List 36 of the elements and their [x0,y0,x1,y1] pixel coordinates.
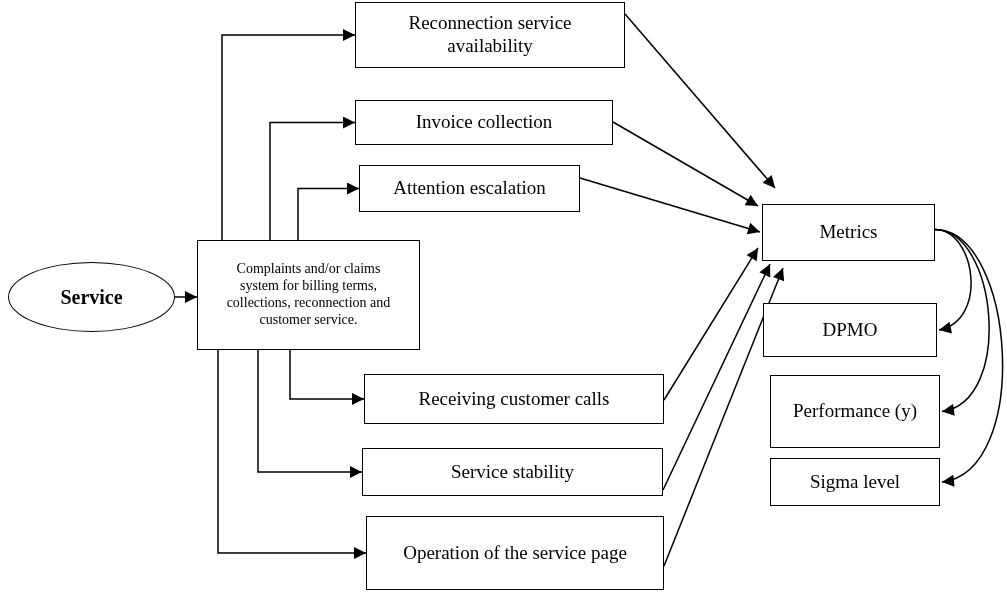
process-box [197,240,420,350]
node-text: Operation of the service page [403,541,627,565]
node-text: Performance (y) [793,400,917,423]
node-text: Service stability [451,460,574,484]
arrow [934,228,1003,484]
arrow [663,247,759,401]
arrow [662,263,771,491]
process-box [763,303,937,357]
process-box [770,458,940,506]
node-text: Service [60,285,123,309]
node-text: Metrics [819,221,878,244]
process-box [359,165,580,212]
process-box [364,374,664,424]
arrow [289,349,365,405]
process-box [770,375,940,448]
arrow [217,349,367,559]
arrow [663,267,785,567]
node-text: DPMO [822,318,878,342]
process-box [762,204,935,261]
process-box [355,2,625,68]
node-text: Sigma level [809,470,901,494]
process-box [366,516,664,590]
node-text: Reconnection service availability [407,12,573,58]
arrow [579,177,761,235]
arrow [269,116,356,241]
node-text: Attention escalation [393,177,546,200]
arrow [297,182,360,241]
node-text: Receiving customer calls [418,387,610,411]
process-box [362,448,663,496]
arrow [612,121,759,207]
arrow [624,13,776,189]
arrow [221,29,356,241]
node-text: Complaints and/or claims system for billing terms, collections, reconnection and customer service. [225,261,392,329]
node-text: Invoice collection [415,111,553,134]
arrow [257,349,363,478]
process-box [355,100,613,145]
